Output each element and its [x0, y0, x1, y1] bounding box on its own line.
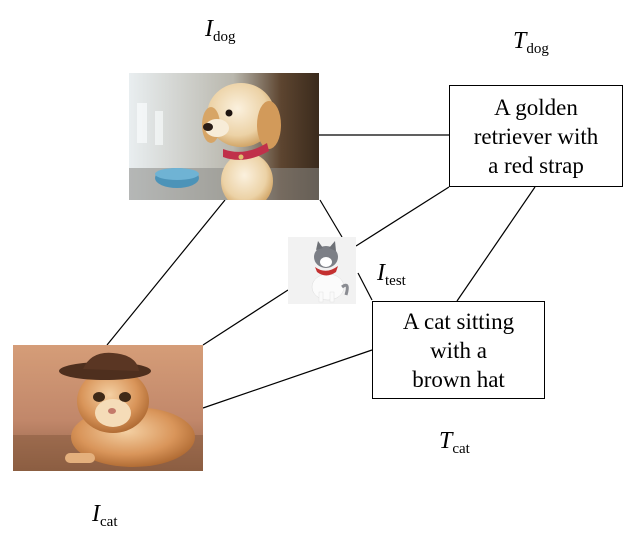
- edge-itest-icat: [202, 289, 289, 346]
- caption-cat-line-1: A cat sitting: [402, 308, 515, 334]
- caption-dog-line-1: A golden: [494, 94, 578, 120]
- label-i-cat: Icat: [92, 501, 118, 530]
- label-t-dog: Tdog: [513, 28, 549, 57]
- dog-image: [129, 73, 319, 200]
- caption-cat-line-3: brown hat: [412, 366, 505, 392]
- caption-box-dog: A golden retriever with a red strap: [449, 85, 623, 187]
- label-i-dog: Idog: [205, 16, 236, 45]
- label-t-cat: Tcat: [439, 428, 470, 457]
- edge-idog-icat: [106, 199, 226, 346]
- test-image: [288, 237, 356, 304]
- edge-itest-tdog: [355, 186, 450, 247]
- edge-itest-tcat: [357, 272, 373, 301]
- edge-idog-itest: [319, 199, 343, 238]
- edge-icat-tcat: [202, 349, 373, 409]
- caption-box-cat: A cat sitting with a brown hat: [372, 301, 545, 399]
- label-i-test: Itest: [377, 260, 406, 289]
- cat-image: [13, 345, 203, 471]
- edge-tdog-tcat: [456, 186, 536, 302]
- caption-dog-line-3: a red strap: [488, 152, 584, 178]
- caption-cat-line-2: with a: [430, 337, 487, 363]
- caption-dog-line-2: retriever with: [473, 123, 599, 149]
